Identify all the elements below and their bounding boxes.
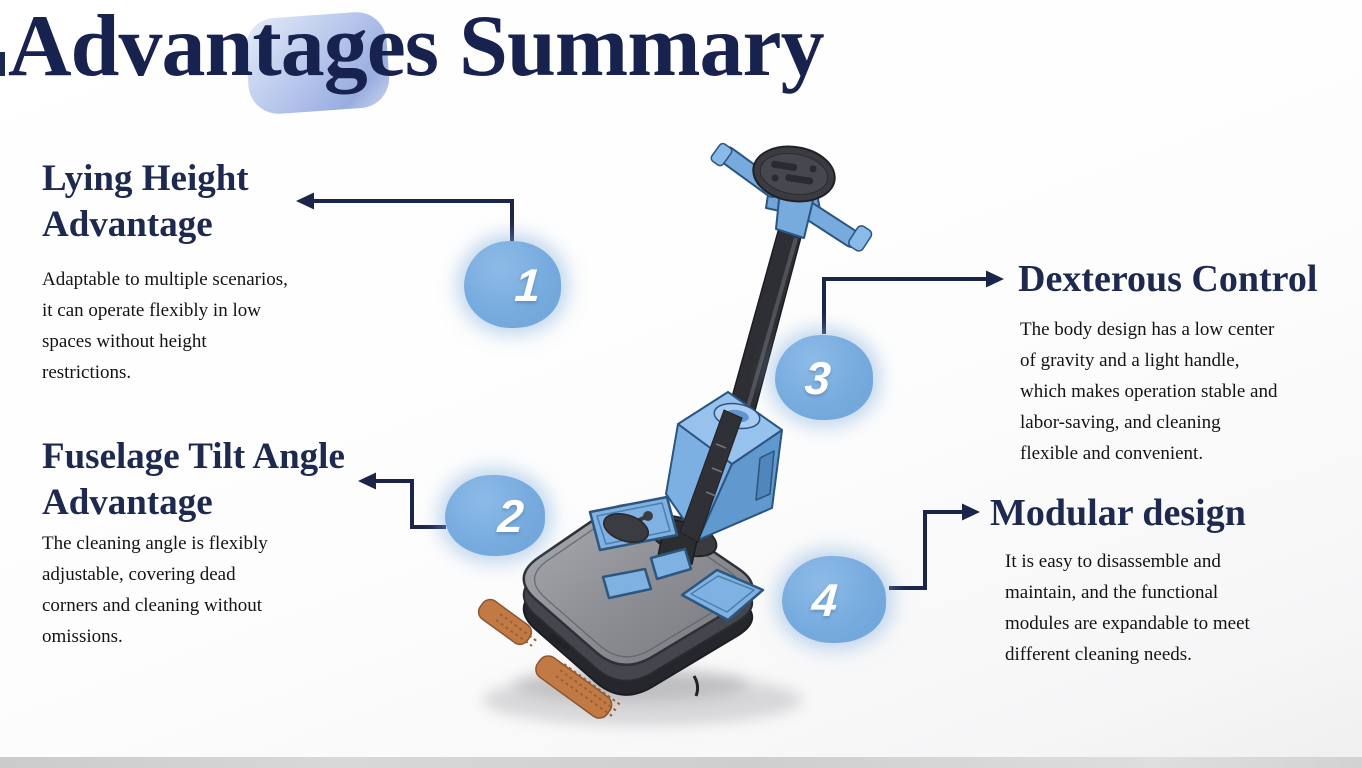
section-3-heading: Dexterous Control [1018, 258, 1318, 300]
step-number-2: 2 [496, 489, 526, 542]
step-badge-3: 3 [775, 335, 873, 420]
brush-pad [477, 598, 623, 719]
page-title: Advantages Summary [8, 0, 825, 95]
arrowhead-3 [986, 270, 1004, 288]
connector-2 [376, 479, 446, 529]
step-badge-2: 2 [445, 475, 545, 556]
floor-band [0, 757, 1362, 768]
step-badge-1: 1 [464, 241, 561, 328]
step-number-3: 3 [803, 351, 833, 404]
arrowhead-1 [296, 192, 314, 210]
step-number-1: 1 [512, 258, 543, 311]
section-dexterous-control: Dexterous Control The body design has a … [1018, 256, 1317, 469]
step-badge-4: 4 [782, 556, 886, 643]
section-1-body: Adaptable to multiple scenarios,it can o… [42, 269, 288, 383]
handle-dial [752, 145, 836, 203]
section-modular-design: Modular design It is easy to disassemble… [990, 490, 1250, 670]
step-number-4: 4 [810, 573, 840, 626]
arrowhead-4 [962, 503, 980, 521]
deck-knob [603, 511, 653, 544]
tank-pole-channel [679, 409, 743, 543]
machine-illustration [477, 142, 873, 726]
arrowhead-2 [358, 472, 376, 490]
edge-mark [0, 52, 5, 76]
section-4-heading: Modular design [990, 492, 1246, 534]
